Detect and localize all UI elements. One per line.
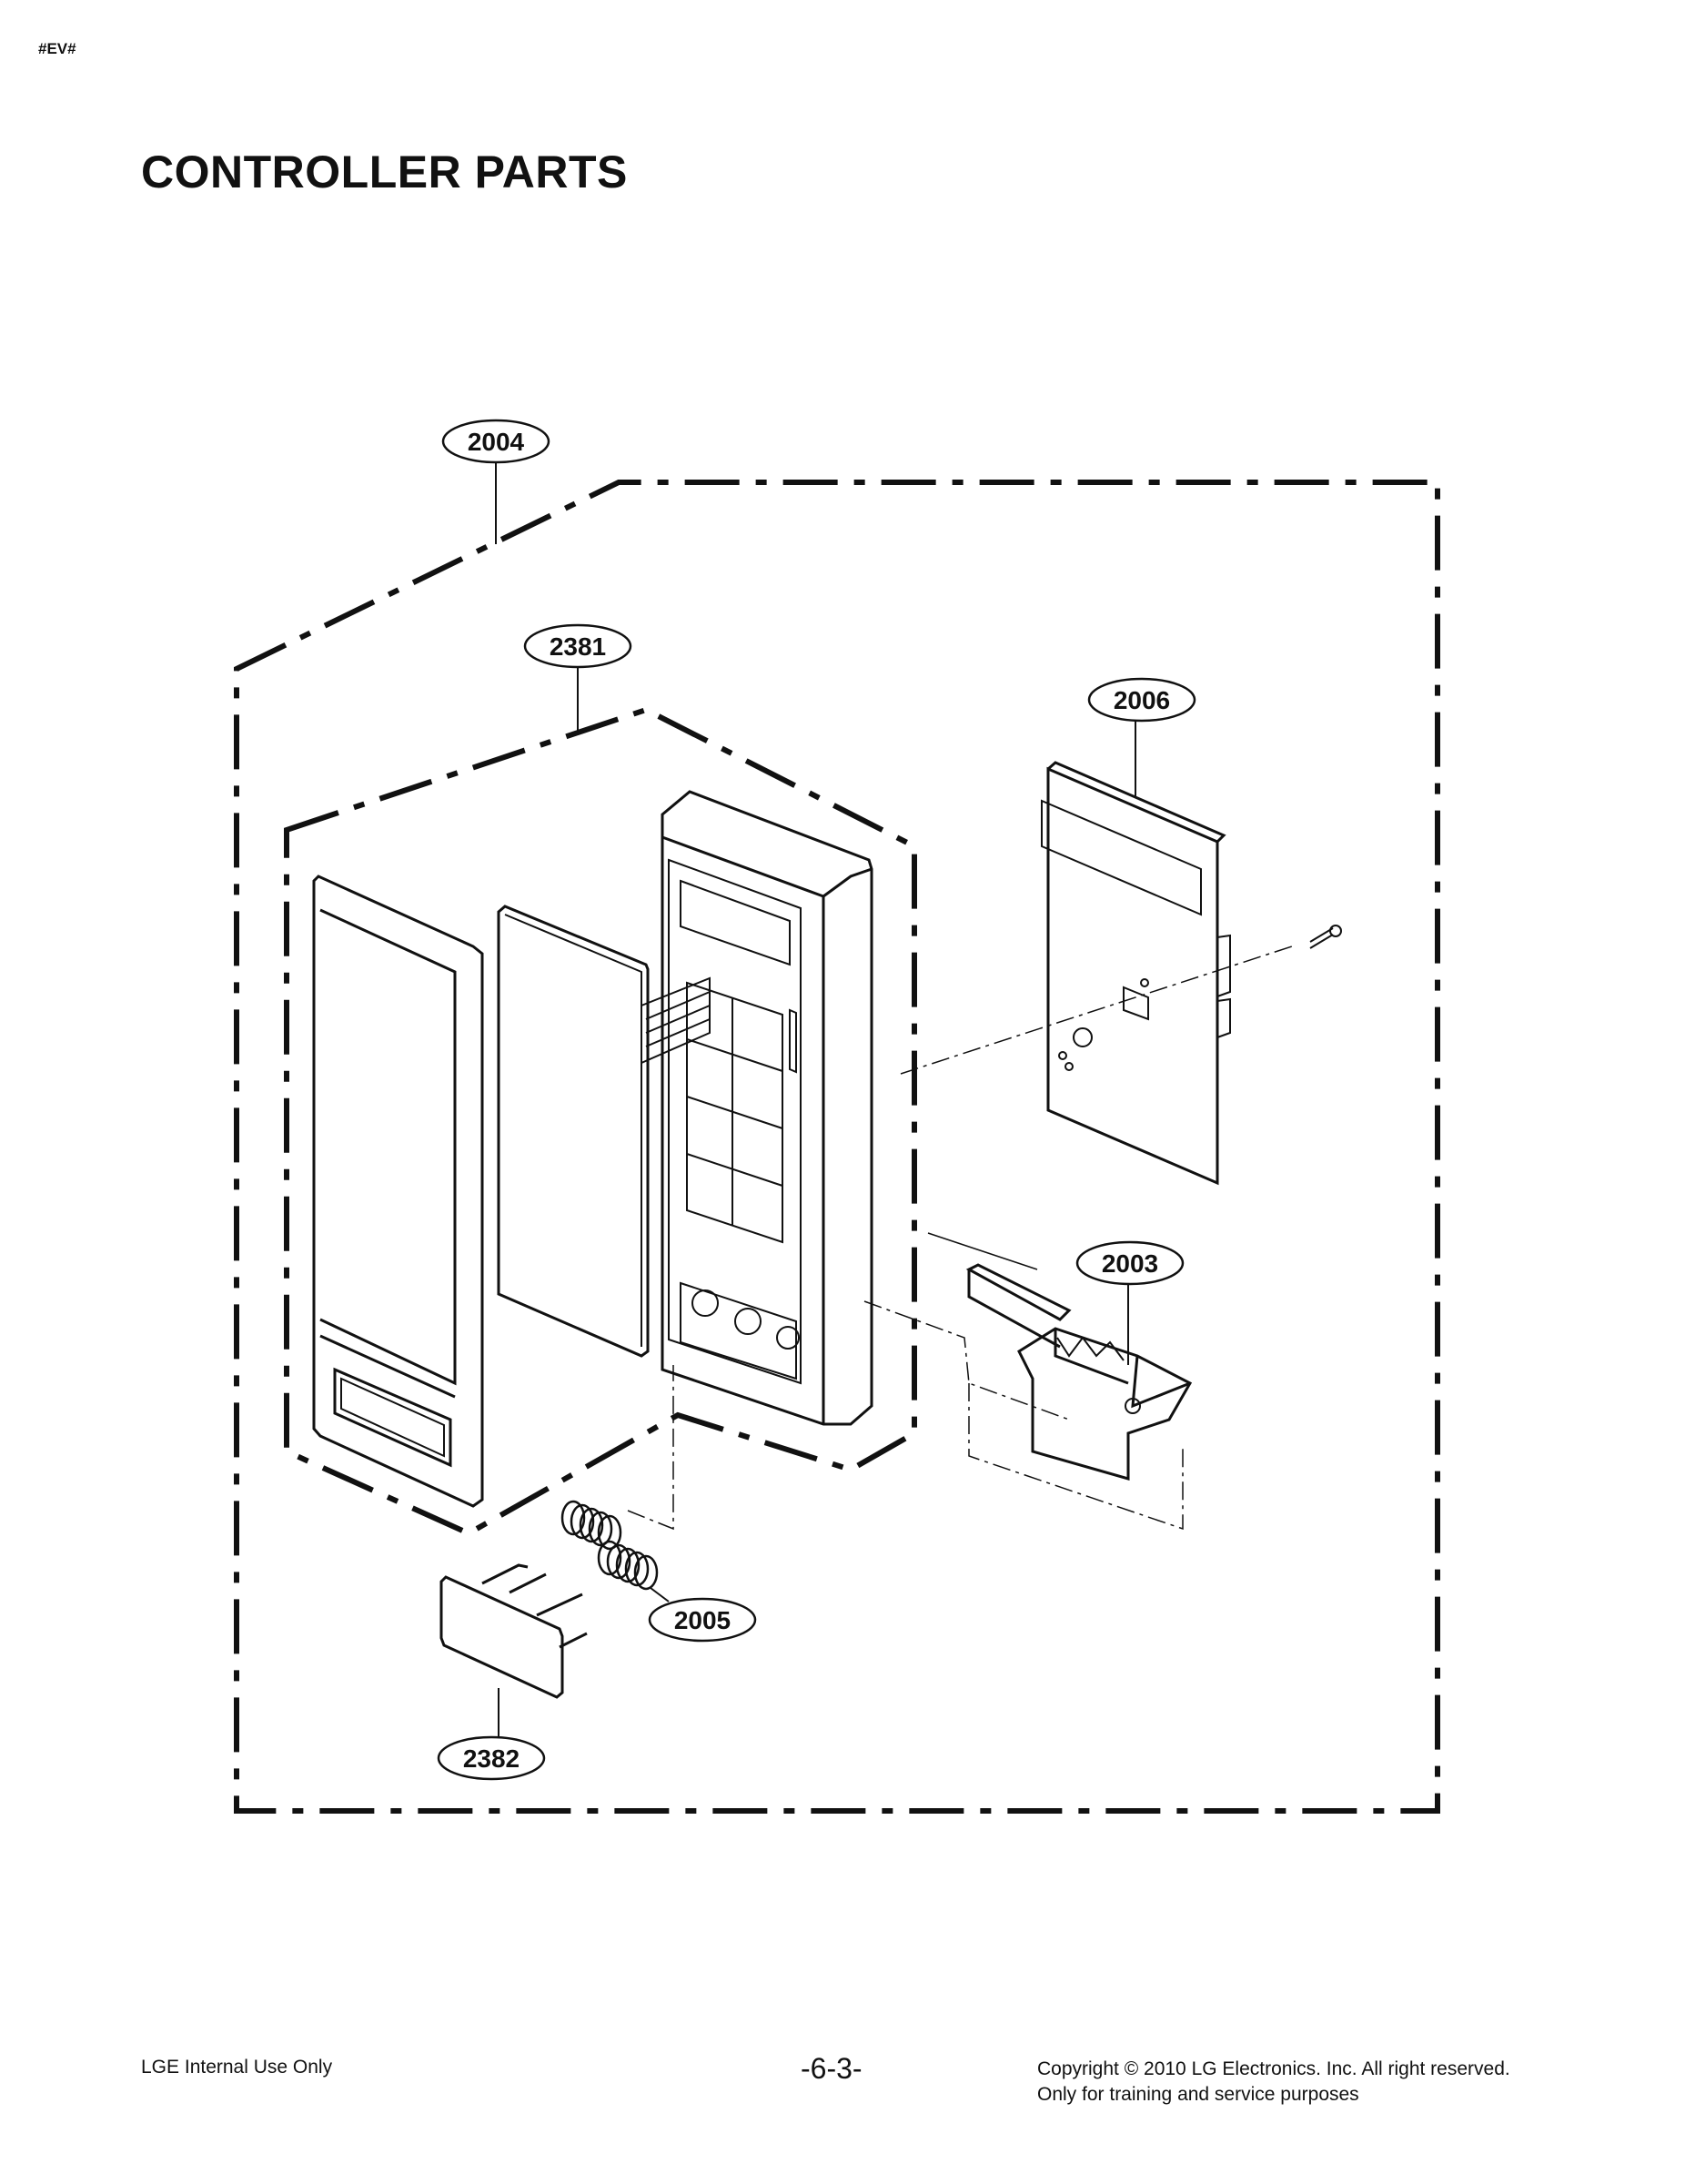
page-title: CONTROLLER PARTS — [141, 147, 628, 197]
assembly-boundary-2381 — [284, 706, 917, 1537]
ribbon-cable — [641, 976, 711, 1065]
latch-2003 — [965, 1263, 1193, 1481]
springs-2005 — [560, 1500, 659, 1591]
callout-2003: 2003 — [1075, 1240, 1185, 1286]
callout-2006: 2006 — [1087, 677, 1196, 723]
callout-2005: 2005 — [648, 1597, 757, 1643]
callout-2381: 2381 — [523, 623, 632, 669]
footer-copyright-block: Copyright © 2010 LG Electronics. Inc. Al… — [1037, 2057, 1510, 2108]
screw — [1309, 925, 1342, 949]
callout-label-2005: 2005 — [674, 1606, 731, 1634]
callout-label-2003: 2003 — [1102, 1249, 1158, 1278]
front-panel — [312, 875, 484, 1508]
callout-label-2381: 2381 — [550, 632, 606, 661]
leader-2005 — [650, 1587, 670, 1603]
callout-2382: 2382 — [437, 1735, 546, 1781]
copyright-text: Copyright © 2010 LG Electronics. Inc. Al… — [1037, 2058, 1510, 2079]
callout-label-2006: 2006 — [1114, 686, 1170, 714]
push-button-2382 — [439, 1563, 588, 1699]
callout-label-2382: 2382 — [463, 1744, 520, 1773]
assembly-boundary-2004 — [234, 480, 1440, 1814]
page-number: -6-3- — [801, 2052, 863, 2085]
document-tag: #EV# — [38, 40, 76, 57]
callout-label-2004: 2004 — [468, 428, 525, 456]
window-sheet — [497, 905, 650, 1358]
usage-note: Only for training and service purposes — [1037, 2084, 1359, 2105]
footer-internal-use: LGE Internal Use Only — [141, 2057, 333, 2078]
pcb-board-2006 — [1041, 761, 1231, 1186]
callout-2004: 2004 — [441, 419, 550, 464]
control-panel-housing — [661, 790, 873, 1426]
